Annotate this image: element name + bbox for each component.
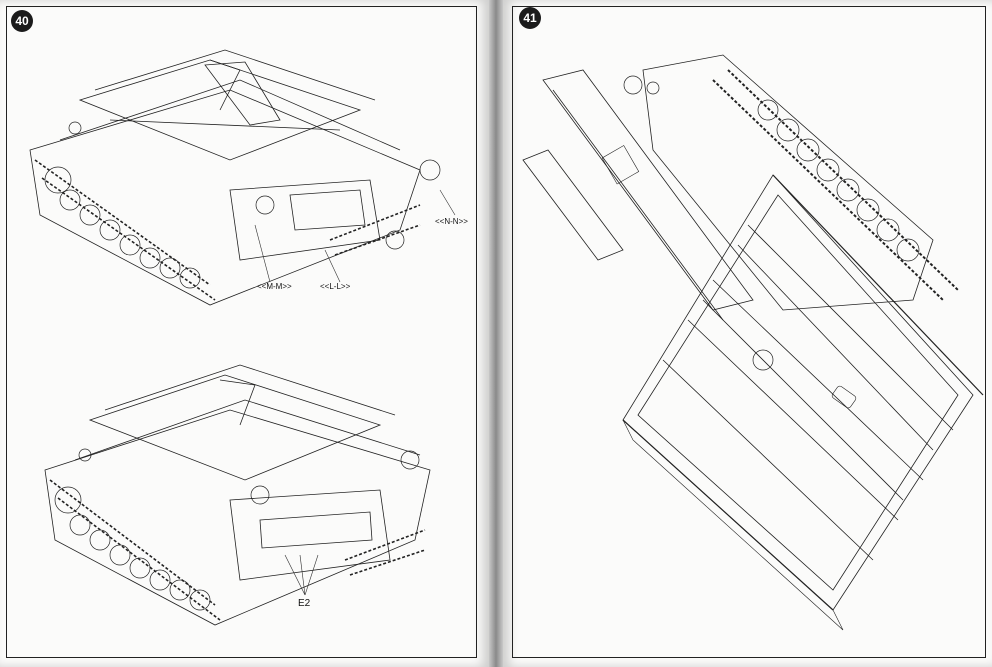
assembly-drawing-bridge	[522, 54, 984, 631]
page-frame	[6, 6, 477, 658]
callout-m-m: <<M-M>>	[257, 282, 292, 291]
assembly-drawing-lower	[44, 364, 431, 626]
instruction-page-right: 41	[503, 0, 992, 667]
step-number-badge: 40	[11, 10, 33, 32]
book-spine	[489, 0, 503, 667]
assembly-drawing-upper	[29, 49, 456, 306]
part-label-e2: E2	[298, 598, 311, 609]
callout-n-n: <<N-N>>	[435, 217, 468, 226]
instruction-page-left: 40	[0, 0, 489, 667]
page-frame	[512, 6, 986, 658]
callout-l-l: <<L-L>>	[320, 282, 351, 291]
step-number-badge: 41	[519, 7, 541, 29]
